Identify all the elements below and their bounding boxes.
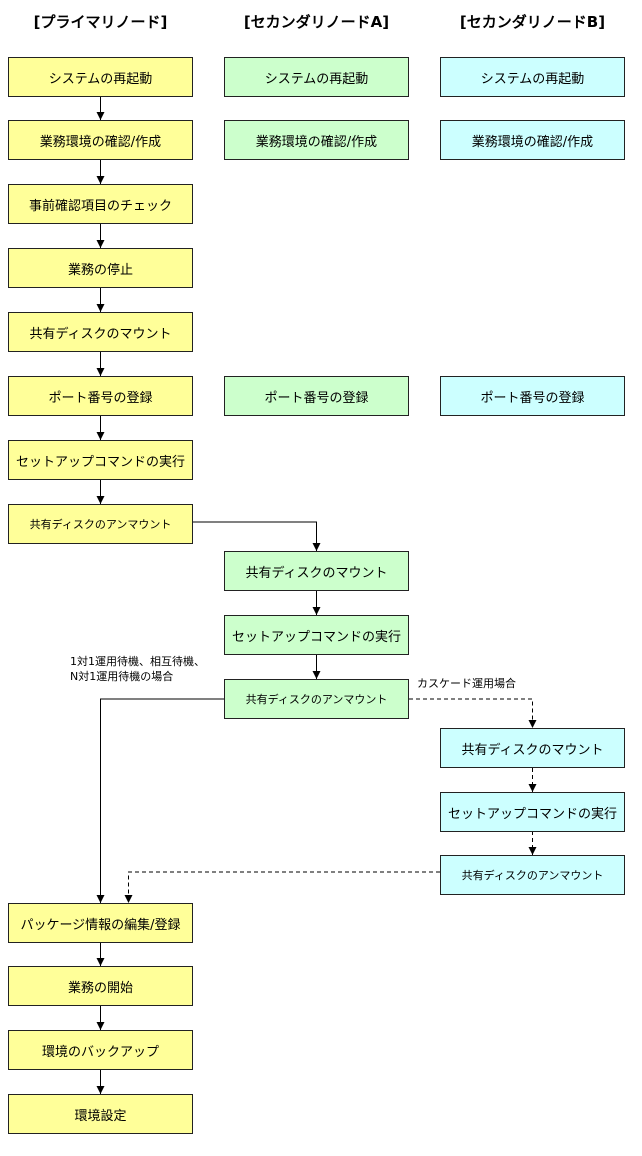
- secondary-b-env-check-step: 業務環境の確認/作成: [440, 120, 625, 160]
- standby-condition-line-1: 1対1運用待機、相互待機、: [70, 655, 205, 668]
- primary-env-check-step: 業務環境の確認/作成: [8, 120, 193, 160]
- edge-b-unmount-to-package: [124, 871, 440, 903]
- primary-precheck-step: 事前確認項目のチェック: [8, 184, 193, 224]
- cascade-condition-note: カスケード運用場合: [417, 677, 516, 690]
- secondary-b-restart-step: システムの再起動: [440, 57, 625, 97]
- secondary-b-port-register-step: ポート番号の登録: [440, 376, 625, 416]
- primary-unmount-step: 共有ディスクのアンマウント: [8, 504, 193, 544]
- edge-cascade-a-to-b-mount: [409, 698, 537, 728]
- primary-mount-step: 共有ディスクのマウント: [8, 312, 193, 352]
- secondary-a-column-header: [セカンダリノードA]: [243, 13, 390, 31]
- secondary-b-mount-step: 共有ディスクのマウント: [440, 728, 625, 768]
- edge-a-unmount-to-package: [96, 698, 224, 903]
- secondary-b-setup-command-step: セットアップコマンドの実行: [440, 792, 625, 832]
- secondary-a-env-check-step: 業務環境の確認/作成: [224, 120, 409, 160]
- primary-backup-step: 環境のバックアップ: [8, 1030, 193, 1070]
- secondary-a-restart-step: システムの再起動: [224, 57, 409, 97]
- standby-condition-line-2: N対1運用待機の場合: [70, 670, 174, 683]
- primary-column-header: [プライマリノード]: [33, 13, 168, 31]
- secondary-b-column-header: [セカンダリノードB]: [459, 13, 606, 31]
- primary-env-settings-step: 環境設定: [8, 1094, 193, 1134]
- primary-setup-command-step: セットアップコマンドの実行: [8, 440, 193, 480]
- primary-start-business-step: 業務の開始: [8, 966, 193, 1006]
- secondary-a-mount-step: 共有ディスクのマウント: [224, 551, 409, 591]
- secondary-b-unmount-step: 共有ディスクのアンマウント: [440, 855, 625, 895]
- secondary-a-unmount-step: 共有ディスクのアンマウント: [224, 679, 409, 719]
- secondary-a-setup-command-step: セットアップコマンドの実行: [224, 615, 409, 655]
- primary-port-register-step: ポート番号の登録: [8, 376, 193, 416]
- primary-restart-step: システムの再起動: [8, 57, 193, 97]
- secondary-a-port-register-step: ポート番号の登録: [224, 376, 409, 416]
- edge-primary-unmount-to-a-mount: [193, 521, 321, 551]
- primary-stop-business-step: 業務の停止: [8, 248, 193, 288]
- standby-condition-note: 1対1運用待機、相互待機、 N対1運用待機の場合: [70, 654, 205, 684]
- primary-package-edit-step: パッケージ情報の編集/登録: [8, 903, 193, 943]
